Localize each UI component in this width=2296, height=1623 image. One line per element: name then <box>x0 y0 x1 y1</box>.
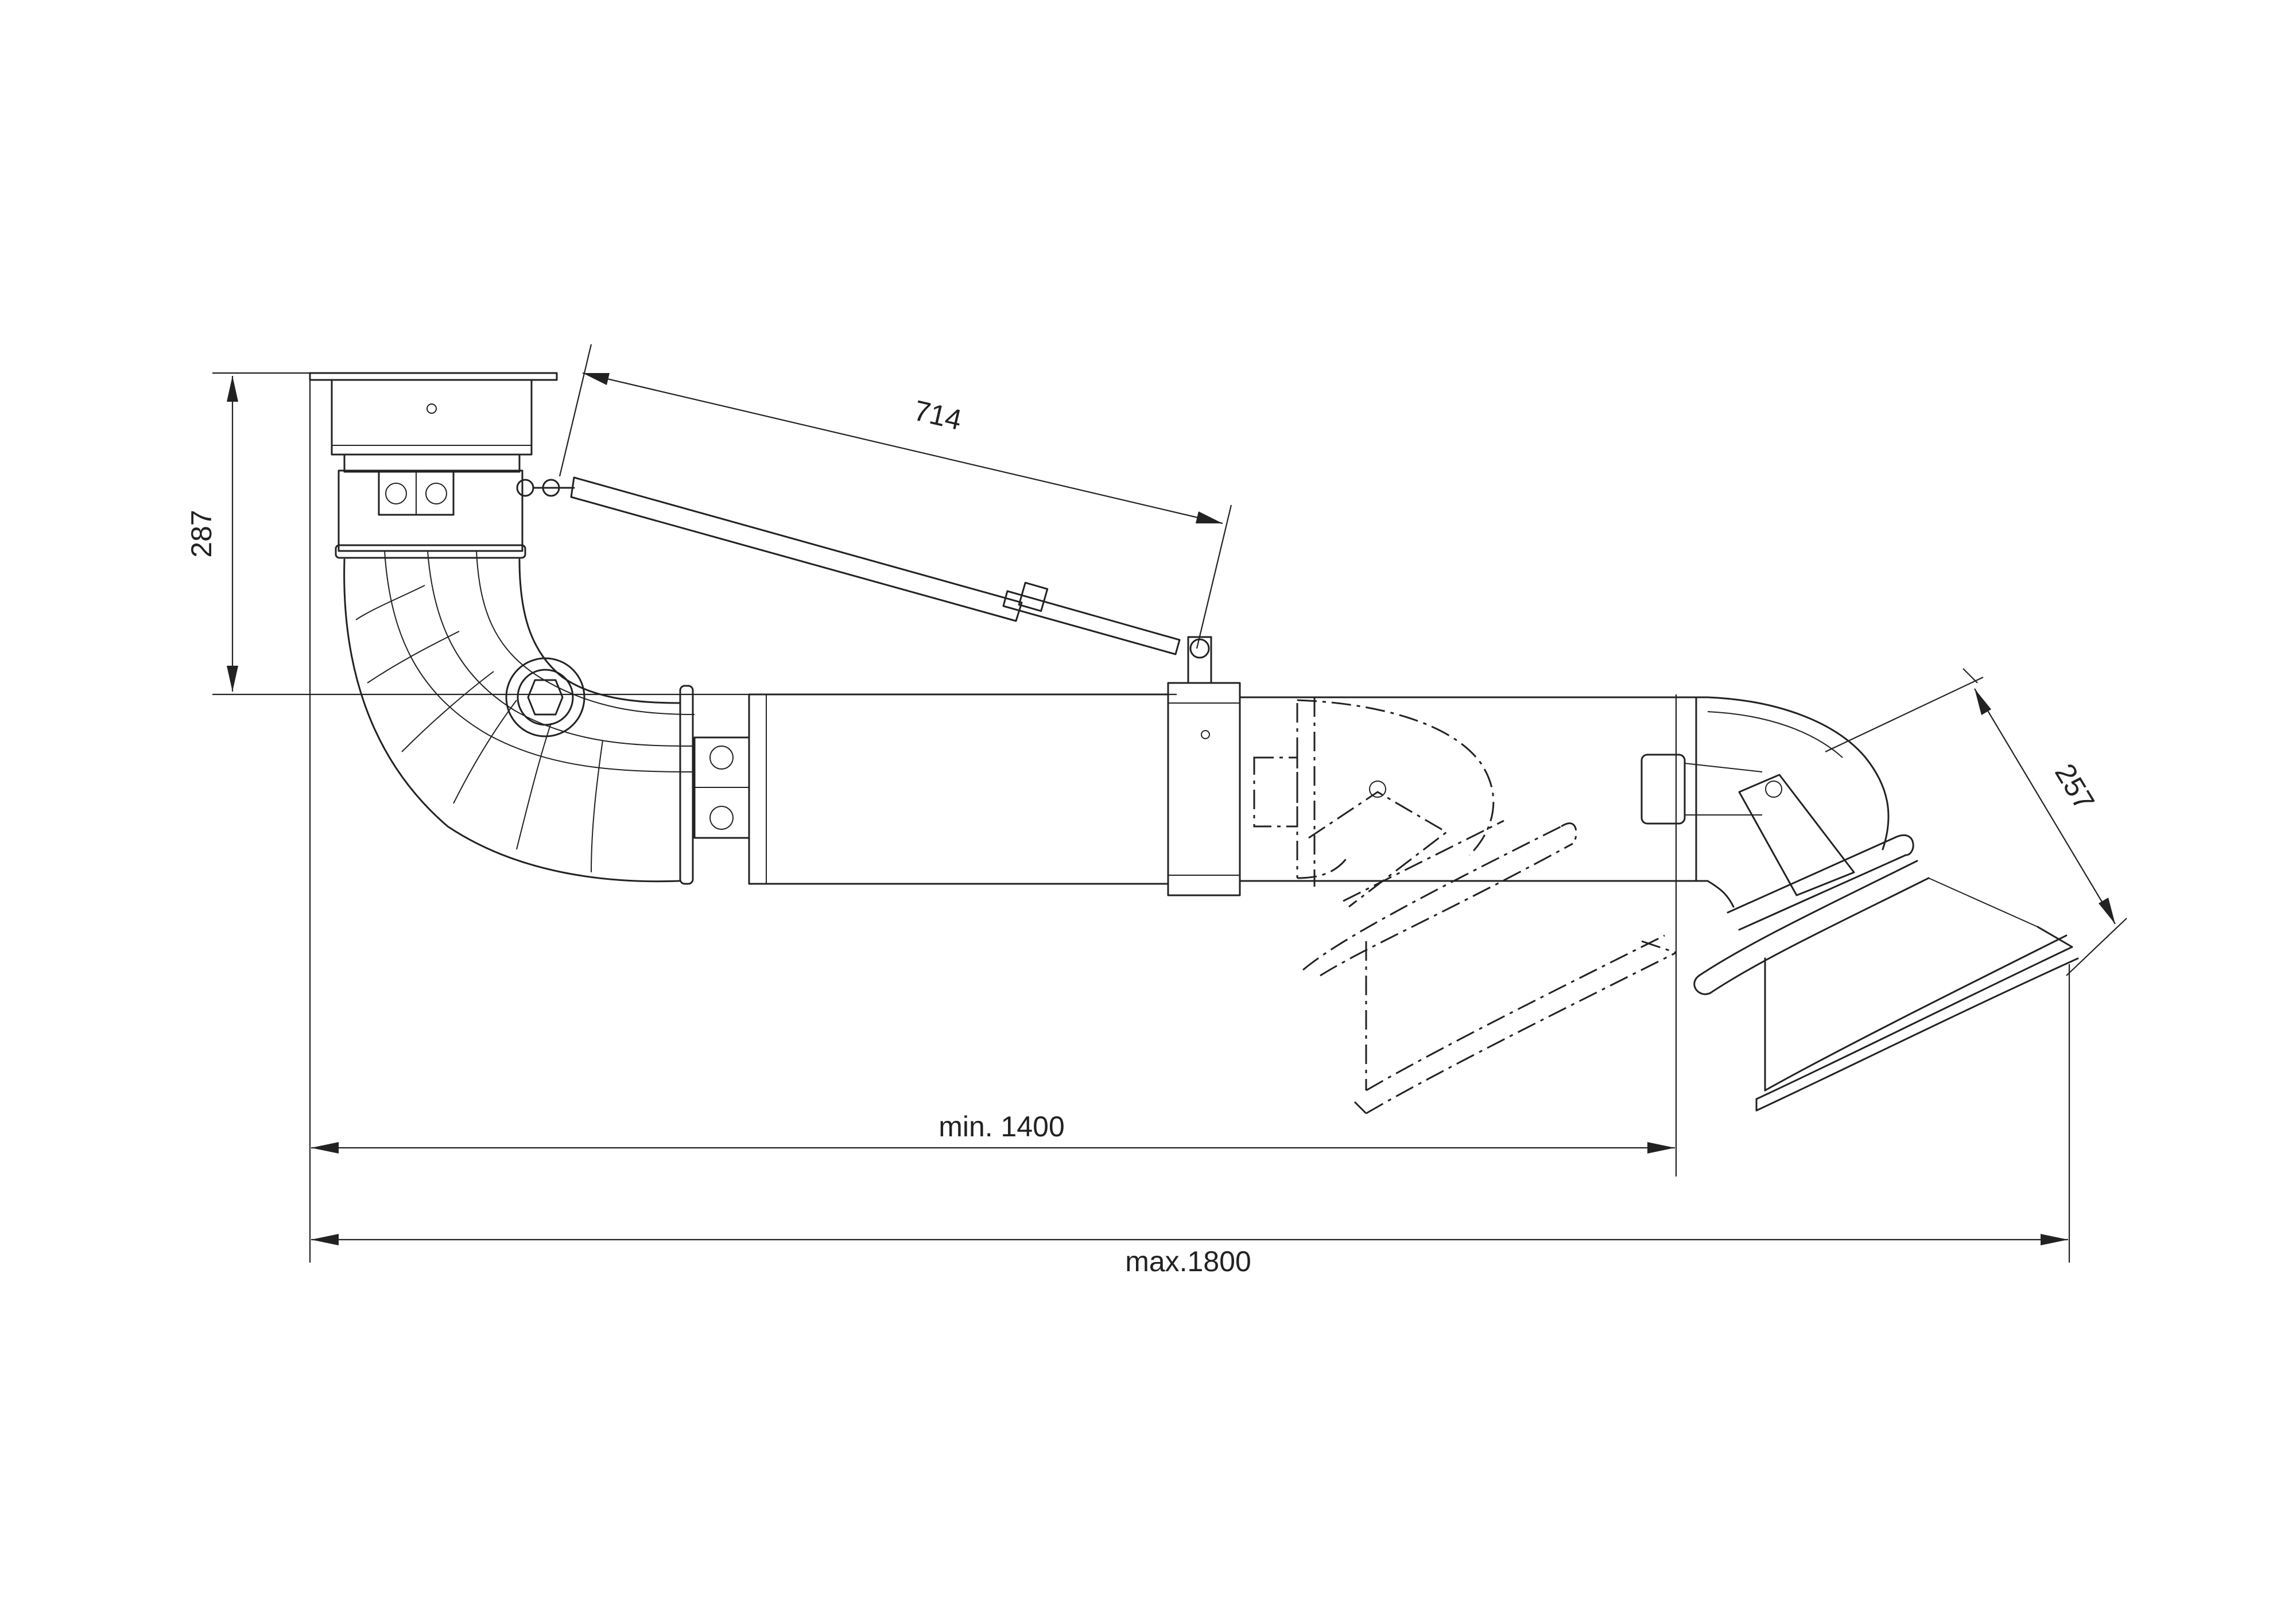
min-reach-label: min. 1400 <box>938 1111 1065 1143</box>
retracted-hood-outline <box>1253 697 1677 1115</box>
height-dimension-label: 287 <box>185 510 218 557</box>
wall-mount-bracket <box>309 372 558 559</box>
telescopic-tube <box>748 693 1169 885</box>
extended-hood <box>1640 696 2079 1112</box>
hex-bolt-icon <box>527 679 564 716</box>
dimension-line-714 <box>582 372 1223 525</box>
gas-strut <box>516 476 1212 684</box>
arm-length-label: 714 <box>911 394 965 436</box>
hood-height-label: 257 <box>2049 758 2101 816</box>
main-tube <box>693 682 1709 896</box>
hood-hinge-bracket <box>1640 754 1686 825</box>
strut-cylinder <box>570 476 1023 622</box>
max-reach-label: max.1800 <box>1125 1245 1251 1278</box>
dimension-labels: 287 714 257 min. 1400 max.1800 <box>185 394 2101 1278</box>
dimension-lines <box>212 344 2127 1263</box>
dimension-line-257 <box>1974 688 2116 925</box>
pivot-hub <box>505 657 585 737</box>
mount-screw-icon <box>426 403 437 414</box>
hinge-pin-icon <box>1765 781 1782 798</box>
sliding-sleeve <box>1167 682 1241 896</box>
elbow-pipe <box>343 550 695 885</box>
